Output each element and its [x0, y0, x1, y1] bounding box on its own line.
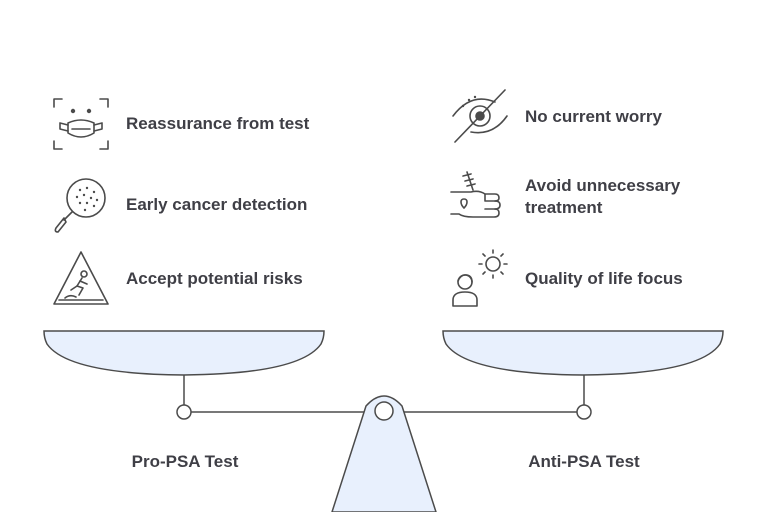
magnifier-cells-icon — [50, 174, 112, 236]
item-label: Reassurance from test — [126, 114, 310, 133]
right-item-no-worry: No current worry — [449, 86, 725, 148]
face-mask-scan-icon — [50, 93, 112, 155]
left-item-accept-risks: Accept potential risks — [50, 248, 326, 310]
right-item-quality-of-life: Quality of life focus — [449, 248, 725, 310]
hand-syringe-icon — [449, 166, 511, 228]
item-label: Avoid unnecessary treatment — [525, 176, 681, 217]
item-label: No current worry — [525, 107, 662, 126]
eye-slash-icon — [449, 86, 511, 148]
right-pan — [442, 330, 724, 376]
left-pan — [43, 330, 325, 376]
item-label: Quality of life focus — [525, 269, 683, 288]
right-beam-joint — [576, 404, 592, 420]
warning-triangle-icon — [50, 248, 112, 310]
person-sun-icon — [449, 248, 511, 310]
item-label: Accept potential risks — [126, 269, 303, 288]
scale-fulcrum — [331, 395, 437, 512]
left-beam-joint — [176, 404, 192, 420]
right-item-avoid-treatment: Avoid unnecessary treatment — [449, 166, 725, 228]
pro-psa-label: Pro-PSA Test — [131, 452, 239, 471]
left-item-early-detection: Early cancer detection — [50, 174, 326, 236]
left-item-reassurance: Reassurance from test — [50, 93, 326, 155]
fulcrum-pivot — [374, 401, 394, 421]
item-label: Early cancer detection — [126, 195, 308, 214]
anti-psa-label: Anti-PSA Test — [528, 452, 640, 471]
